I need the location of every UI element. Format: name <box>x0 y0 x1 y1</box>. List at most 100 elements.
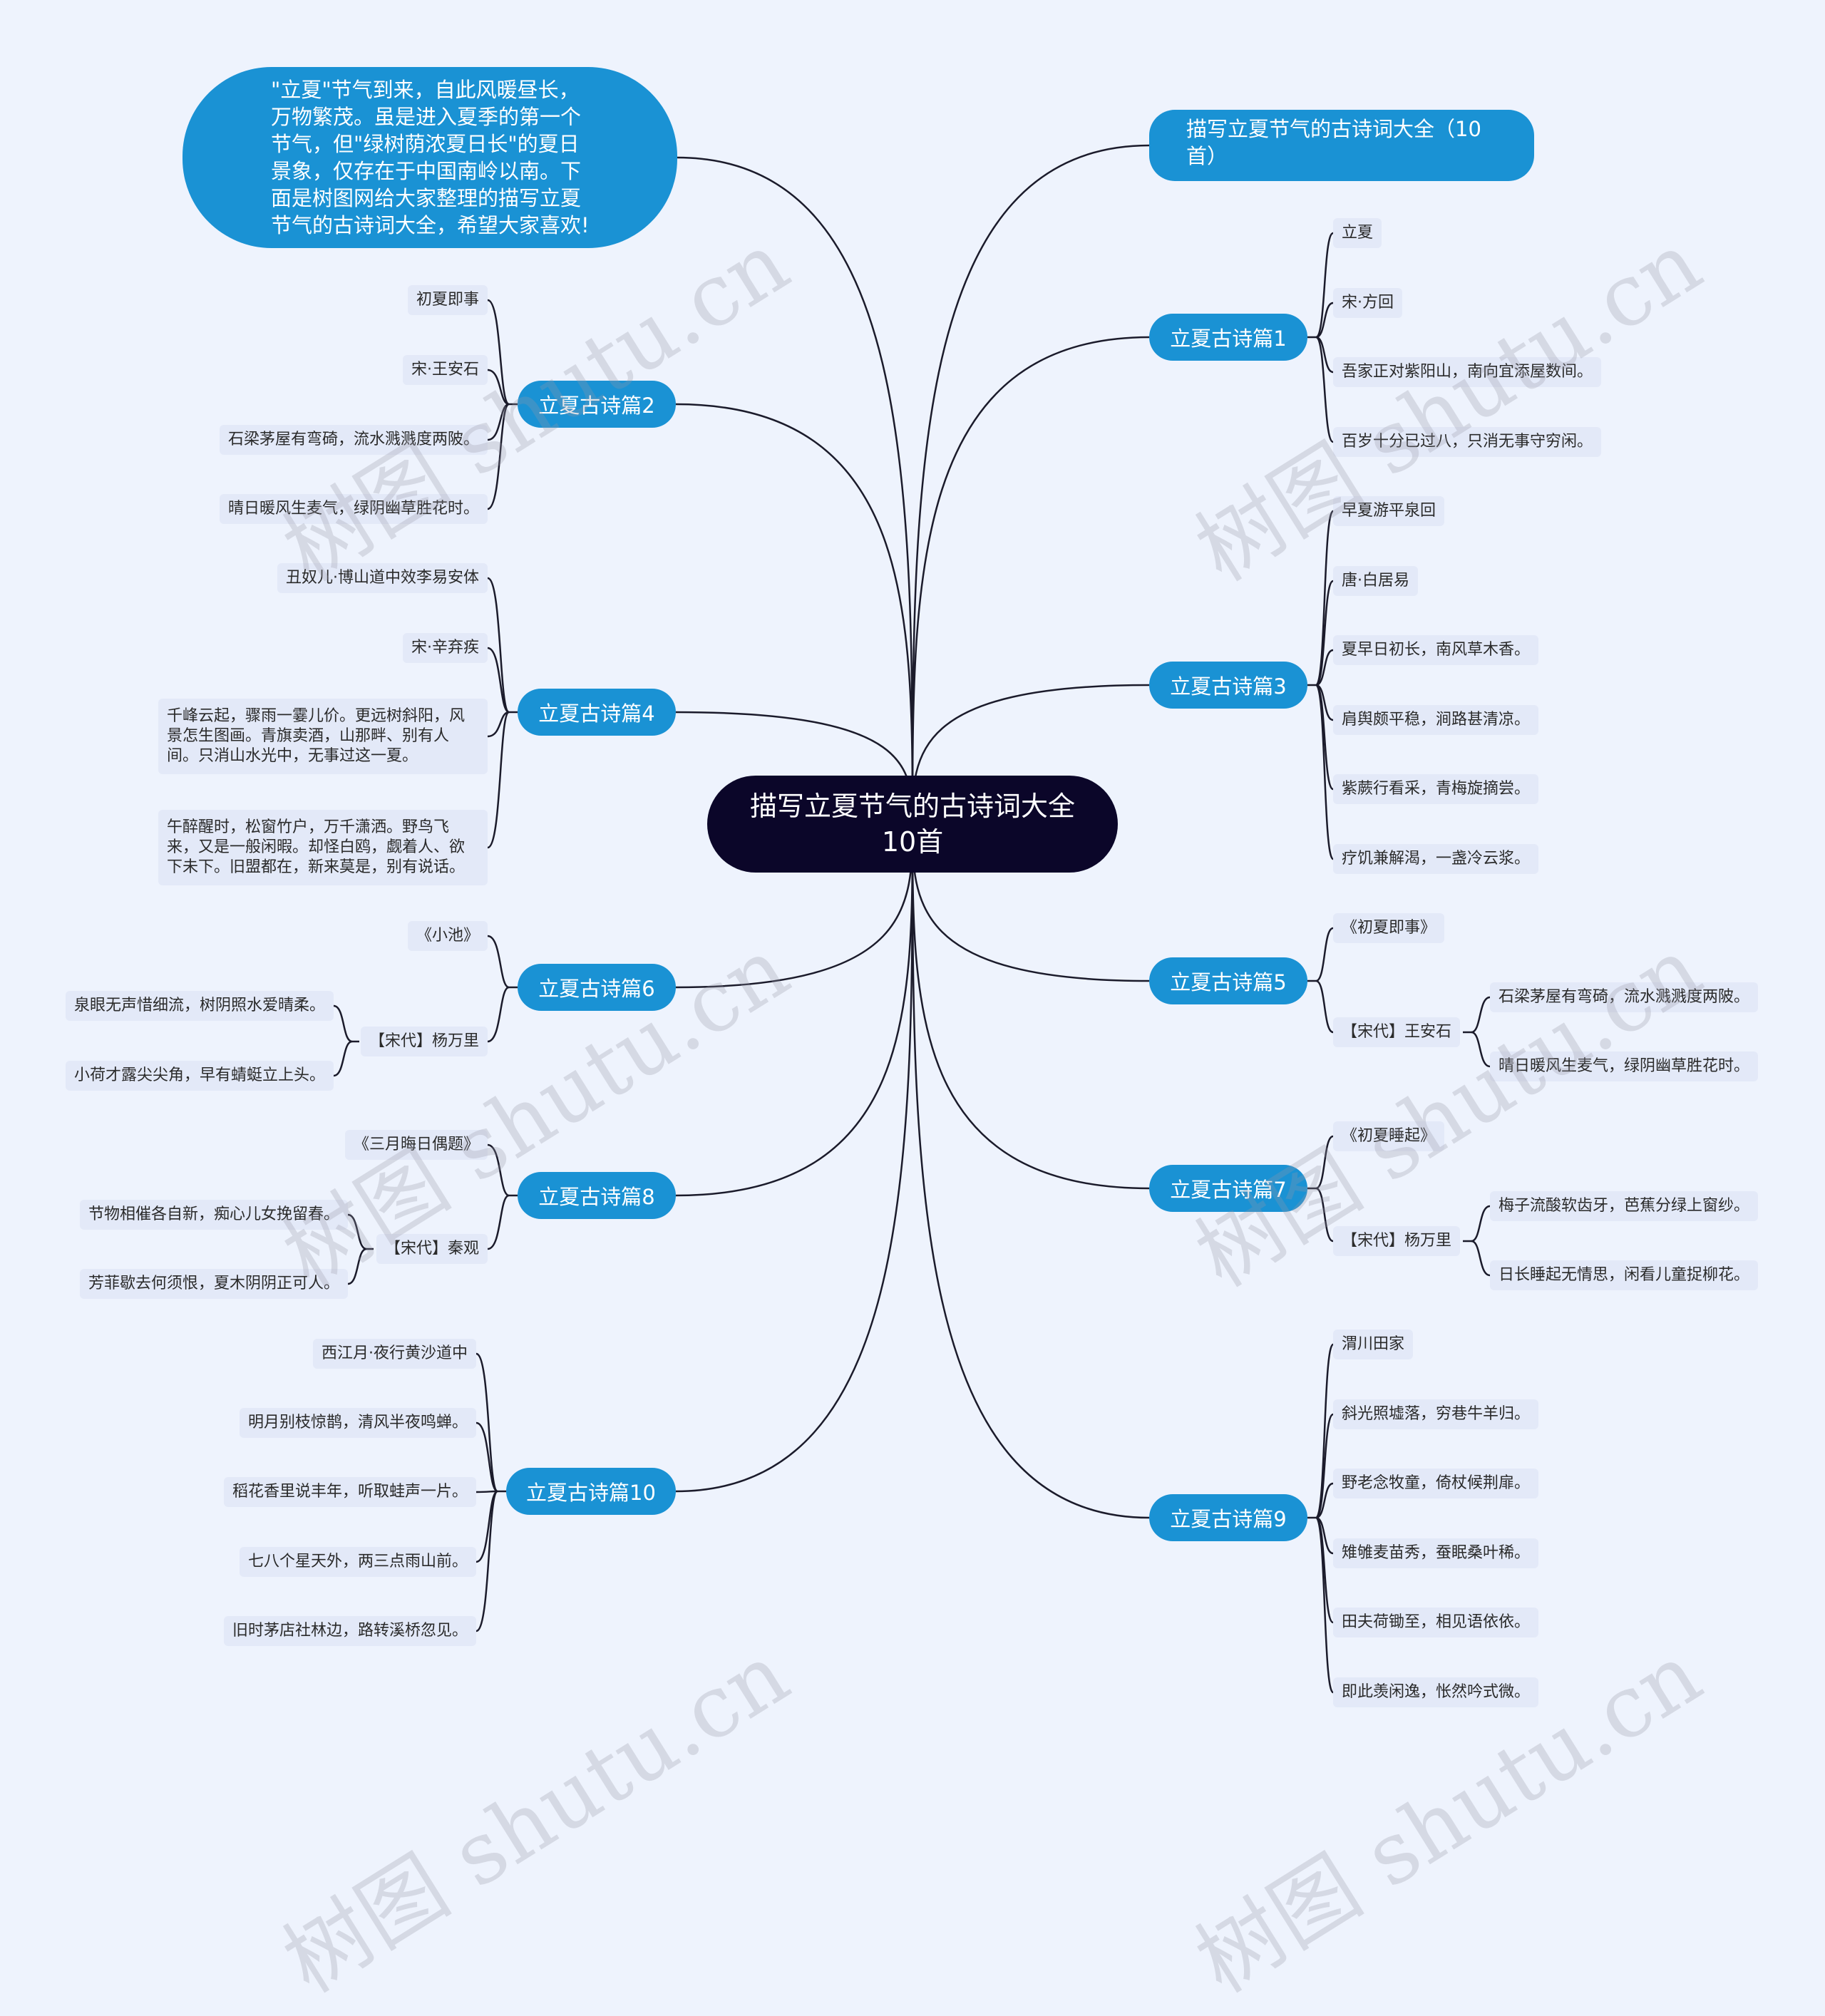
topic-2[interactable]: 立夏古诗篇2 <box>518 381 676 428</box>
leaf-t1-4[interactable]: 百岁十分已过八，只消无事守穷闲。 <box>1333 427 1602 457</box>
leaf-connector <box>1315 1135 1334 1190</box>
leaf-t1-3[interactable]: 吾家正对紫阳山，南向宜添屋数间。 <box>1333 357 1602 387</box>
leaf-t5-1[interactable]: 《初夏即事》 <box>1333 913 1445 943</box>
leaf-connector <box>1315 684 1335 860</box>
leaf-t7-sub-2[interactable]: 日长睡起无情思，闲看儿童捉柳花。 <box>1490 1260 1759 1290</box>
leaf-connector <box>475 1352 499 1493</box>
intro-bubble[interactable]: "立夏"节气到来，自此风暖昼长，万物繁茂。虽是进入夏季的第一个节气，但"绿树荫浓… <box>182 67 677 248</box>
leaf-t10-3[interactable]: 稻花香里说丰年，听取蛙声一片。 <box>223 1477 476 1507</box>
leaf-t2-1[interactable]: 初夏即事 <box>407 285 488 315</box>
topic-header[interactable]: 描写立夏节气的古诗词大全（10首） <box>1149 110 1534 181</box>
leaf-t3-1[interactable]: 早夏游平泉回 <box>1333 496 1445 526</box>
root-connector <box>911 144 1150 825</box>
leaf-connector <box>347 1213 367 1250</box>
leaf-t4-4[interactable]: 午醉醒时，松窗竹户，万千潇洒。野鸟飞来，又是一般闲暇。却怪白鸥，觑着人、欲下未下… <box>158 810 488 885</box>
leaf-t4-3[interactable]: 千峰云起，骤雨一霎儿价。更远树斜阳，风景怎生图画。青旗卖酒，山那畔、别有人间。只… <box>158 699 488 774</box>
leaf-connector <box>1471 996 1491 1034</box>
root-topic[interactable]: 描写立夏节气的古诗词大全10首 <box>707 776 1118 873</box>
leaf-t2-3[interactable]: 石梁茅屋有弯碕，流水溅溅度两陂。 <box>219 425 488 455</box>
topic-8[interactable]: 立夏古诗篇8 <box>518 1172 676 1219</box>
leaf-t4-1[interactable]: 丑奴儿·博山道中效李易安体 <box>277 563 488 593</box>
leaf-t6-sub-2[interactable]: 小荷才露尖尖角，早有蜻蜓立上头。 <box>65 1061 334 1091</box>
leaf-connector <box>1315 232 1335 339</box>
leaf-connector <box>1315 1413 1335 1519</box>
leaf-t9-1[interactable]: 渭川田家 <box>1333 1330 1414 1359</box>
leaf-t3-3[interactable]: 夏早日初长，南风草木香。 <box>1333 635 1539 665</box>
leaf-t3-4[interactable]: 肩舆颇平稳，涧路甚清凉。 <box>1333 705 1539 735</box>
leaf-t1-2[interactable]: 宋·方回 <box>1333 288 1402 318</box>
leaf-t7-sub-1[interactable]: 梅子流酸软齿牙，芭蕉分绿上窗纱。 <box>1490 1191 1759 1221</box>
leaf-t7-2[interactable]: 【宋代】杨万里 <box>1333 1226 1461 1256</box>
leaf-connector <box>1471 1031 1491 1068</box>
leaf-connector <box>487 299 510 406</box>
root-connector <box>911 823 1150 1190</box>
root-connector <box>677 156 914 825</box>
leaf-connector <box>487 577 510 714</box>
root-connector <box>911 336 1150 825</box>
leaf-connector <box>1315 1343 1335 1519</box>
connector-lines <box>333 144 1491 1694</box>
root-connector <box>911 823 1150 1519</box>
leaf-t5-sub-1[interactable]: 石梁茅屋有弯碕，流水溅溅度两陂。 <box>1490 982 1759 1012</box>
leaf-connector <box>1315 979 1334 1034</box>
leaf-t8-1[interactable]: 《三月晦日偶题》 <box>344 1130 488 1160</box>
leaf-connector <box>333 1004 353 1043</box>
leaf-t3-6[interactable]: 疗饥兼解渴，一盏冷云浆。 <box>1333 844 1539 874</box>
topic-4[interactable]: 立夏古诗篇4 <box>518 689 676 736</box>
leaf-connector <box>487 986 510 1043</box>
leaf-connector <box>487 369 510 406</box>
topic-6[interactable]: 立夏古诗篇6 <box>518 964 676 1011</box>
leaf-connector <box>487 711 510 849</box>
leaf-t1-1[interactable]: 立夏 <box>1333 218 1382 248</box>
leaf-t2-4[interactable]: 晴日暖风生麦气，绿阴幽草胜花时。 <box>219 494 488 524</box>
leaf-connector <box>1315 649 1334 686</box>
leaf-connector <box>1315 336 1335 443</box>
leaf-t9-2[interactable]: 斜光照墟落，穷巷牛羊归。 <box>1333 1399 1539 1429</box>
leaf-t9-6[interactable]: 即此羡闲逸，怅然吟式微。 <box>1333 1677 1539 1707</box>
leaf-connector <box>475 1421 498 1493</box>
leaf-connector <box>1315 510 1335 686</box>
leaf-t6-1[interactable]: 《小池》 <box>407 921 488 951</box>
topic-10[interactable]: 立夏古诗篇10 <box>506 1468 676 1515</box>
leaf-connector <box>347 1248 367 1285</box>
leaf-connector <box>487 711 510 738</box>
leaf-connector <box>487 403 510 510</box>
leaf-t7-1[interactable]: 《初夏睡起》 <box>1333 1121 1445 1151</box>
leaf-t8-sub-2[interactable]: 芳菲歇去何须恨，夏木阴阴正可人。 <box>79 1269 348 1299</box>
leaf-t6-sub-1[interactable]: 泉眼无声惜细流，树阴照水爱晴柔。 <box>65 991 334 1021</box>
leaf-t10-2[interactable]: 明月别枝惊鹊，清风半夜鸣蝉。 <box>239 1408 476 1438</box>
leaf-connector <box>475 1490 499 1632</box>
root-connector <box>675 823 914 1197</box>
leaf-t3-5[interactable]: 紫蕨行看采，青梅旋摘尝。 <box>1333 774 1539 804</box>
leaf-t10-4[interactable]: 七八个星天外，两三点雨山前。 <box>239 1547 476 1577</box>
topic-9[interactable]: 立夏古诗篇9 <box>1149 1494 1307 1541</box>
leaf-t8-2[interactable]: 【宋代】秦观 <box>376 1234 488 1264</box>
leaf-t9-4[interactable]: 雉雊麦苗秀，蚕眠桑叶稀。 <box>1333 1538 1539 1568</box>
topic-1[interactable]: 立夏古诗篇1 <box>1149 314 1307 361</box>
leaf-connector <box>475 1490 498 1563</box>
leaf-connector <box>487 1194 510 1250</box>
leaf-t9-3[interactable]: 野老念牧童，倚杖候荆扉。 <box>1333 1469 1539 1498</box>
leaf-connector <box>1315 1516 1335 1694</box>
leaf-connector <box>1315 1187 1334 1243</box>
leaf-t5-sub-2[interactable]: 晴日暖风生麦气，绿阴幽草胜花时。 <box>1490 1051 1759 1081</box>
leaf-connector <box>1471 1205 1491 1243</box>
leaf-t6-2[interactable]: 【宋代】杨万里 <box>360 1027 488 1056</box>
leaf-connector <box>487 403 510 441</box>
leaf-t5-2[interactable]: 【宋代】王安石 <box>1333 1017 1461 1047</box>
leaf-t10-5[interactable]: 旧时茅店社林边，路转溪桥忽见。 <box>223 1616 476 1646</box>
leaf-t2-2[interactable]: 宋·王安石 <box>403 355 488 385</box>
topic-7[interactable]: 立夏古诗篇7 <box>1149 1165 1307 1212</box>
leaf-t3-2[interactable]: 唐·白居易 <box>1333 566 1418 596</box>
leaf-connector <box>487 647 510 714</box>
leaf-connector <box>1315 580 1335 686</box>
leaf-connector <box>487 1143 510 1197</box>
topic-5[interactable]: 立夏古诗篇5 <box>1149 957 1307 1004</box>
leaf-t10-1[interactable]: 西江月·夜行黄沙道中 <box>313 1339 476 1369</box>
leaf-t8-sub-1[interactable]: 节物相催各自新，痴心儿女挽留春。 <box>79 1200 348 1230</box>
root-connector <box>675 403 914 825</box>
leaf-t9-5[interactable]: 田夫荷锄至，相见语依依。 <box>1333 1608 1539 1637</box>
topic-3[interactable]: 立夏古诗篇3 <box>1149 662 1307 709</box>
leaf-connector <box>1315 1482 1334 1519</box>
leaf-t4-2[interactable]: 宋·辛弃疾 <box>403 633 488 663</box>
